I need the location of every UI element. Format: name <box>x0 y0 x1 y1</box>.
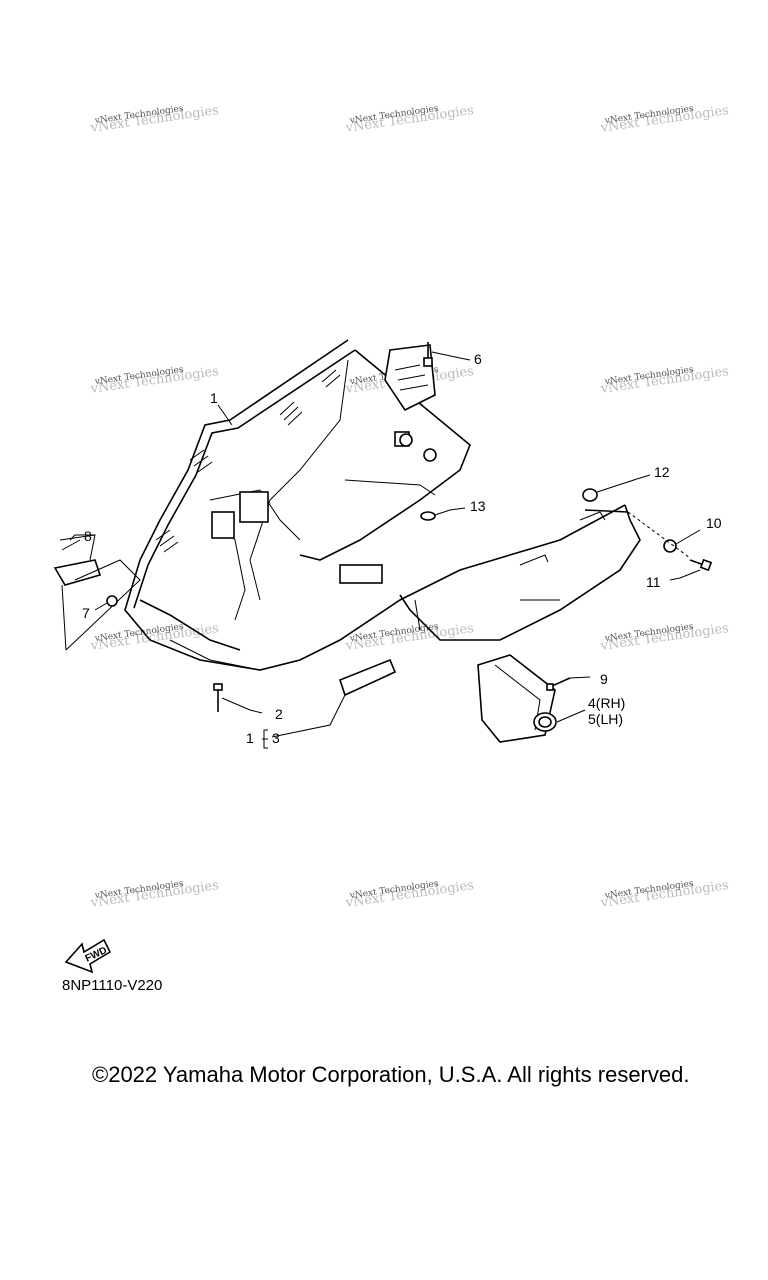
watermark: vNext Technologies vNext Technologies <box>344 878 475 911</box>
washer-part-10[interactable] <box>663 529 701 553</box>
rivet-part-9[interactable] <box>546 676 591 691</box>
watermarks: vNext Technologies vNext Technologies vN… <box>89 103 730 911</box>
watermark: vNext Technologies vNext Technologies <box>89 364 220 397</box>
callout-1: 1 <box>210 390 218 406</box>
watermark: vNext Technologies vNext Technologies <box>599 878 730 911</box>
callout-5: 5(LH) <box>588 711 623 727</box>
callout-13: 13 <box>470 498 486 514</box>
callout-10: 10 <box>706 515 722 531</box>
callout-9: 9 <box>600 671 608 687</box>
watermark: vNext Technologies vNext Technologies <box>89 621 220 654</box>
copyright-notice: ©2022 Yamaha Motor Corporation, U.S.A. A… <box>92 1062 690 1087</box>
callout-12: 12 <box>654 464 670 480</box>
watermark: vNext Technologies vNext Technologies <box>599 364 730 397</box>
callout-2: 2 <box>275 706 283 722</box>
leader-part-8 <box>61 539 81 551</box>
callouts: 1 6 12 13 10 11 8 7 9 4(RH) 5(LH) 2 1 3 <box>82 351 722 749</box>
svg-text:FWD: FWD <box>84 945 109 965</box>
leader-part-1 <box>217 404 233 426</box>
bracket-part-8[interactable] <box>53 534 141 651</box>
clip-part-7[interactable] <box>94 595 118 611</box>
washer-part-13[interactable] <box>420 507 466 521</box>
watermark: vNext Technologies vNext Technologies <box>344 103 475 136</box>
callout-7: 7 <box>82 605 90 621</box>
watermark: vNext Technologies vNext Technologies <box>89 878 220 911</box>
callout-11: 11 <box>646 574 661 590</box>
watermark: vNext Technologies vNext Technologies <box>344 621 475 654</box>
watermark: vNext Technologies vNext Technologies <box>599 621 730 654</box>
nut-part-12[interactable] <box>582 474 651 502</box>
callout-1b: 1 <box>246 730 254 746</box>
fastener-part-2[interactable] <box>213 683 263 714</box>
diagram-code: 8NP1110-V220 <box>62 977 163 994</box>
watermark: vNext Technologies vNext Technologies <box>599 103 730 136</box>
screw-part-11[interactable] <box>627 511 713 581</box>
callout-3: 3 <box>272 730 280 746</box>
callout-4: 4(RH) <box>588 695 625 711</box>
upper-bracket[interactable] <box>384 344 436 412</box>
bracket-1-3 <box>262 729 268 749</box>
bolt-part-6[interactable] <box>423 342 471 367</box>
fwd-arrow-icon: FWD <box>64 938 112 974</box>
callout-6: 6 <box>474 351 482 367</box>
leader-part-3 <box>271 694 346 738</box>
watermark: vNext Technologies vNext Technologies <box>89 103 220 136</box>
front-cowling-part[interactable] <box>124 339 641 697</box>
air-duct-part-4-5[interactable] <box>477 654 586 743</box>
callout-8: 8 <box>84 528 92 544</box>
